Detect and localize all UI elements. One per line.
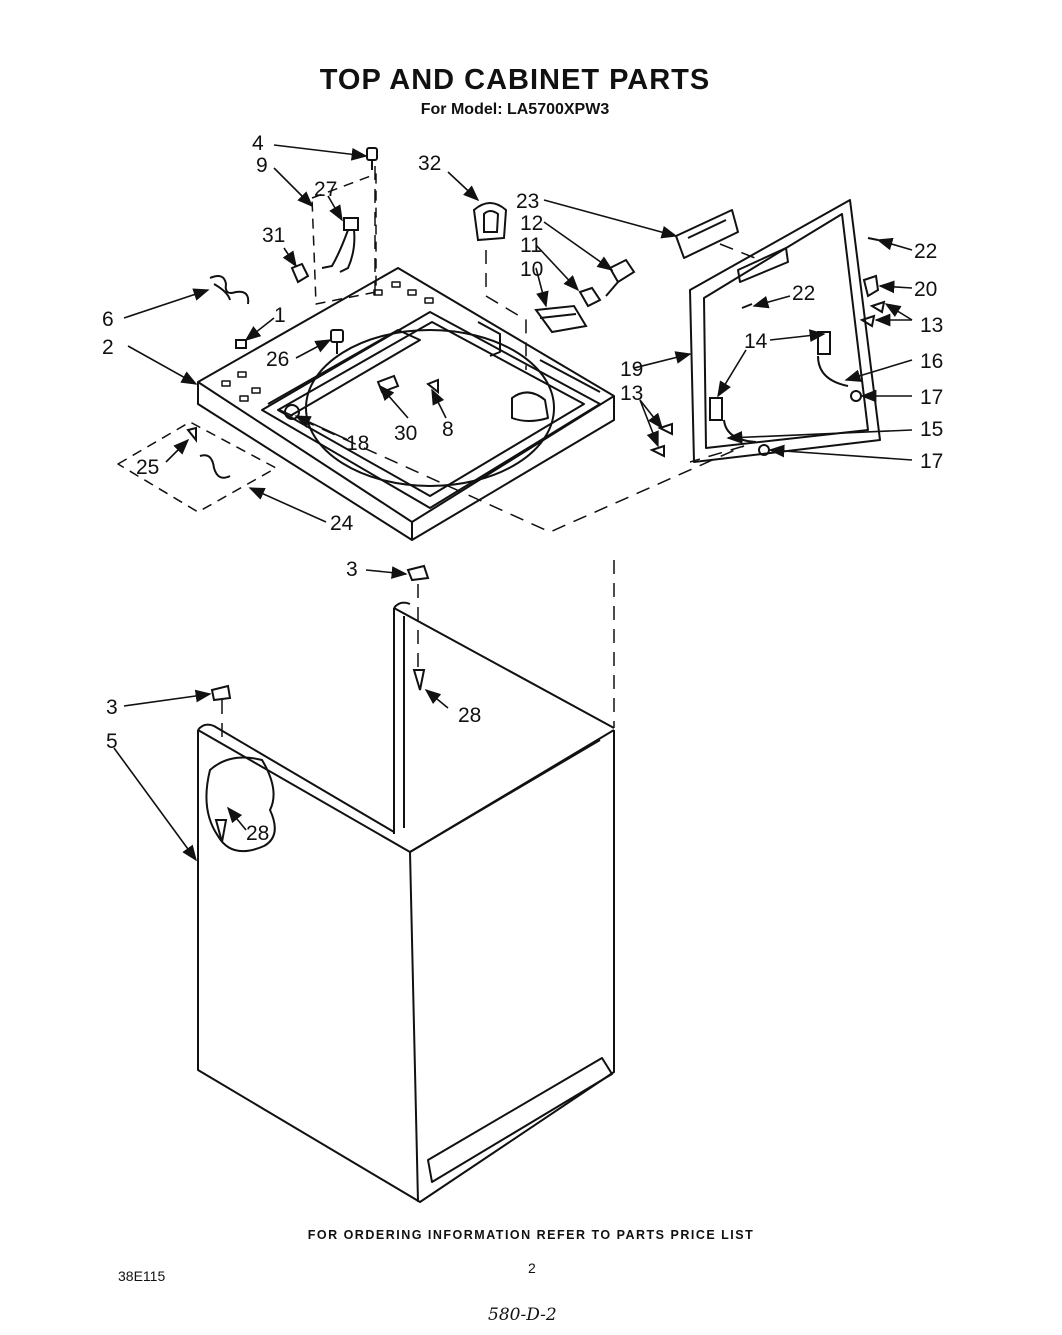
callout-4: 4 [252,132,264,155]
dashed-part-boxes [117,173,377,513]
callout-13-left: 13 [620,382,643,405]
callout-22-top: 22 [914,240,937,263]
callout-1: 1 [274,304,286,327]
document-code: 38E115 [118,1268,166,1284]
part-bumper-32 [472,202,508,242]
part-grommet-17 [758,390,862,456]
callout-14: 14 [744,330,768,353]
part-screws-13 [649,300,886,458]
washer-lid [675,199,881,463]
callout-18: 18 [346,432,369,455]
part-wire-harness-6 [209,275,250,305]
part-hinge-18 [284,404,300,420]
callout-22-mid: 22 [792,282,815,305]
callout-17-top: 17 [920,386,943,409]
callout-20: 20 [914,278,937,301]
ordering-note: FOR ORDERING INFORMATION REFER TO PARTS … [307,1228,755,1242]
callout-6: 6 [102,308,114,331]
part-hinge-bracket-14 [709,331,831,421]
callout-9: 9 [256,154,268,177]
part-bracket-12 [605,258,636,297]
callout-5: 5 [106,730,118,753]
callout-24: 24 [330,512,354,535]
part-clip-31 [290,262,310,284]
part-knob-26 [330,329,344,354]
callout-23: 23 [516,190,539,213]
callout-8: 8 [442,418,454,441]
model-subtitle: For Model: LA5700XPW3 [420,101,610,118]
part-screw-28 [214,669,426,843]
callout-3-upper: 3 [346,558,358,581]
callout-31: 31 [262,224,285,247]
part-housing-10 [534,304,588,334]
callout-25: 25 [136,456,159,479]
leader-lines [113,144,913,862]
part-screw-22 [741,237,879,309]
callout-32: 32 [418,152,441,175]
part-clip-3 [210,564,430,702]
callout-12: 12 [520,212,543,235]
callout-16: 16 [920,350,943,373]
part-nut-1 [235,339,247,349]
callout-28-upper: 28 [458,704,481,727]
callout-26: 26 [266,348,289,371]
callout-30: 30 [394,422,417,445]
callout-2: 2 [102,336,114,359]
part-switch-25 [186,426,231,479]
page-number: 2 [528,1260,536,1276]
callout-11: 11 [520,234,542,257]
part-rod-16 [817,355,849,387]
washer-cabinet [197,601,615,1203]
part-switch-27 [321,217,359,273]
washer-top-panel [197,267,615,541]
part-hinge-20 [862,274,880,298]
callout-10: 10 [520,258,543,281]
callout-28-lower: 28 [246,822,269,845]
callout-15: 15 [920,418,943,441]
part-clip-30 [376,374,400,394]
callout-17-bottom: 17 [920,450,943,473]
callout-13-right: 13 [920,314,943,337]
part-screw-8 [426,378,439,395]
callout-3-lower: 3 [106,696,118,719]
page-title: TOP AND CABINET PARTS [319,64,711,96]
callout-19: 19 [620,358,643,381]
part-lid-switch-11 [578,286,602,308]
alignment-guide-lines [221,166,761,745]
callout-labels: 4 9 27 32 23 12 11 10 22 22 20 13 31 6 1… [102,132,943,845]
handwritten-note: 580-D-2 [488,1305,557,1325]
callout-27: 27 [314,178,337,201]
